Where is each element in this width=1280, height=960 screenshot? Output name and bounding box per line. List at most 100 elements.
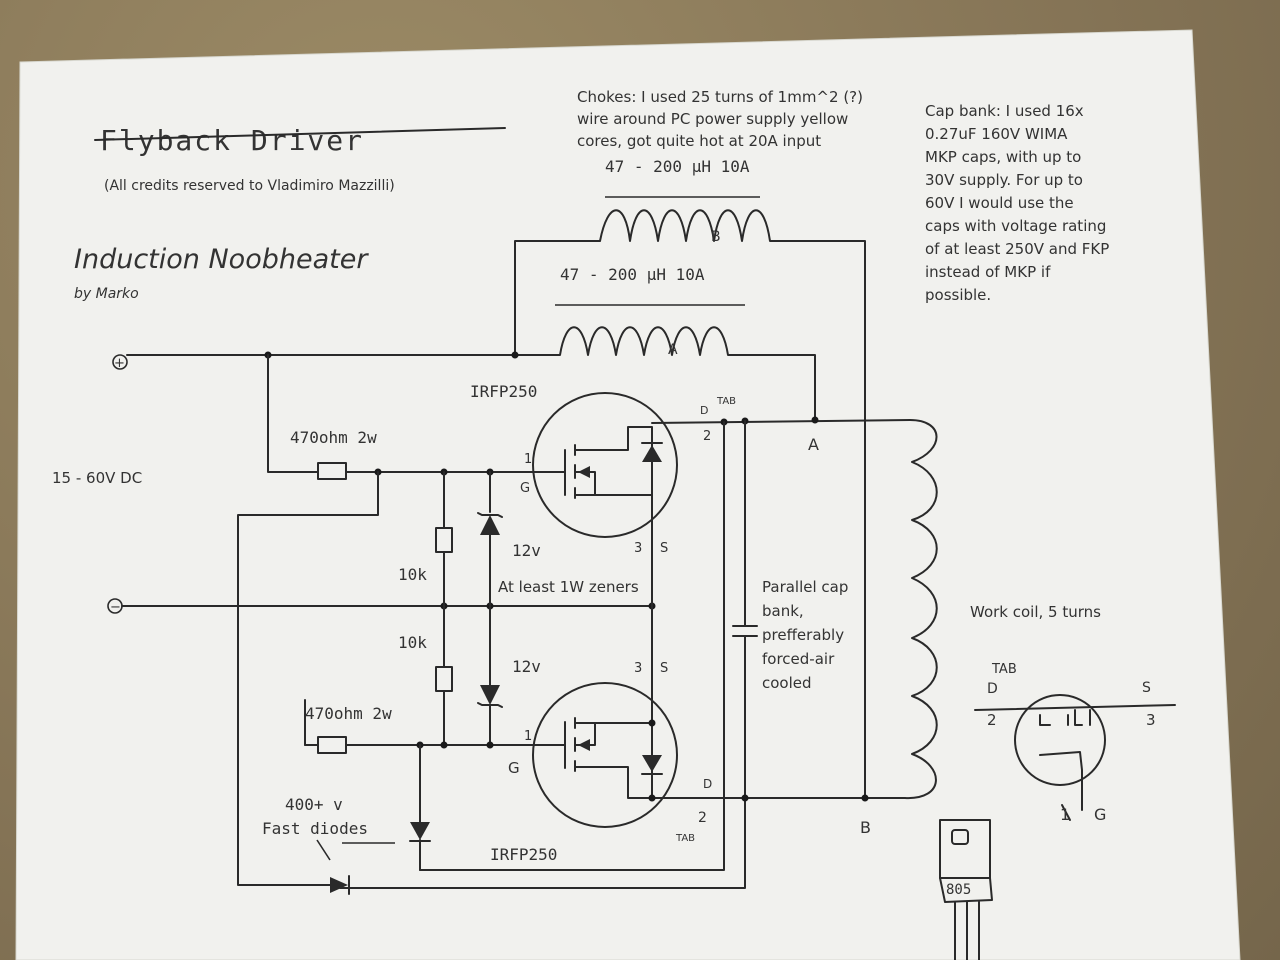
junction-choke-split: [511, 351, 519, 359]
zener-bottom-icon: [480, 685, 500, 705]
work-coil-note: Work coil, 5 turns: [970, 603, 1101, 621]
drain-a-wire: [651, 419, 911, 424]
chokes-note-line-2: wire around PC power supply yellow: [577, 110, 848, 128]
choke-b-letter: B: [711, 229, 721, 245]
choke-b-rating: 47 - 200 µH 10A: [605, 157, 750, 176]
cap-bank-line-1: Parallel cap: [762, 578, 848, 596]
diodes-note-line-1: 400+ v: [285, 795, 343, 814]
resistor-470-bottom: [317, 736, 347, 754]
bottom-pin-2: 2: [698, 810, 707, 826]
junction-drain-bottom: [741, 794, 749, 802]
pinout-2: 2: [987, 711, 997, 729]
plus-symbol: +: [114, 356, 125, 371]
junction-bottom-zener: [486, 741, 494, 749]
bottom-pin-g: G: [508, 759, 520, 777]
cap-note-line-1: Cap bank: I used 16x: [925, 102, 1084, 120]
cap-note-line-5: 60V I would use the: [925, 194, 1074, 212]
resistor-10k-bottom: [435, 666, 453, 692]
top-pin-tab: TAB: [716, 396, 736, 407]
work-coil: [651, 419, 938, 800]
junction-source-bottom: [648, 719, 656, 727]
pinout-3: 3: [1146, 711, 1156, 729]
top-pin-2: 2: [703, 429, 711, 444]
supply-voltage-label: 15 - 60V DC: [52, 469, 142, 487]
cap-bank-line-2: bank,: [762, 602, 804, 620]
plus-terminal-icon: [112, 354, 128, 370]
mosfet-top: [532, 392, 678, 607]
title-strikethrough: [94, 127, 506, 141]
diodes-pointer: [316, 839, 331, 861]
body-diode-bottom-icon: [642, 755, 662, 772]
pinout-s: S: [1142, 680, 1151, 696]
junction-node-a: [811, 416, 819, 424]
cap-bank-line-4: forced-air: [762, 650, 835, 668]
cap-note-line-2: 0.27uF 160V WIMA: [925, 125, 1068, 143]
cap-note-line-3: MKP caps, with up to: [925, 148, 1081, 166]
diodes-note: 400+ v Fast diodes: [262, 795, 368, 838]
bottom-pin-3: 3: [634, 661, 642, 676]
gate-feed-top-wire: [267, 354, 319, 473]
top-pin-s: S: [660, 541, 668, 556]
zener-bottom-label: 12v: [512, 657, 541, 676]
top-pin-1: 1: [524, 452, 532, 467]
main-heading: Induction Noobheater: [74, 244, 369, 275]
junction-bottom-10k: [440, 741, 448, 749]
cap-note-line-7: of at least 250V and FKP: [925, 240, 1109, 258]
pinout-1: 1: [1060, 805, 1070, 824]
zener-note: At least 1W zeners: [498, 578, 639, 596]
cap-note-line-4: 30V supply. For up to: [925, 171, 1083, 189]
diodes-note-line-2: Fast diodes: [262, 819, 368, 838]
to220-package-sketch: 805: [939, 819, 993, 960]
resistor-470-bottom-label: 470ohm 2w: [305, 704, 392, 723]
zener-top-label: 12v: [512, 541, 541, 560]
resistor-10k-top: [435, 527, 453, 553]
mosfet-bottom: [532, 605, 678, 828]
chokes-note-line-1: Chokes: I used 25 turns of 1mm^2 (?): [577, 88, 863, 106]
pinout-g: G: [1094, 805, 1106, 824]
fast-diode-vertical-icon: [410, 822, 430, 840]
bottom-pin-tab: TAB: [675, 833, 695, 844]
bottom-pin-d: D: [703, 777, 712, 791]
feedback-loop-top-wire: [237, 471, 379, 886]
package-label: 805: [946, 882, 971, 898]
resistor-10k-top-label: 10k: [398, 565, 427, 584]
cap-bank-wires: [339, 420, 746, 889]
top-pin-g: G: [520, 481, 530, 496]
top-pin-d: D: [700, 404, 708, 417]
cap-bank-note-text: Parallel cap bank, prefferably forced-ai…: [762, 578, 853, 692]
choke-a: A: [126, 326, 816, 421]
bottom-pin-1: 1: [524, 729, 532, 744]
choke-b: B: [514, 209, 866, 801]
zener-top-icon: [480, 515, 500, 535]
chokes-note: Chokes: I used 25 turns of 1mm^2 (?) wir…: [577, 88, 868, 150]
cap-note-line-9: possible.: [925, 286, 991, 304]
cap-note-line-8: instead of MKP if: [925, 263, 1051, 281]
junction-node-b: [861, 794, 869, 802]
top-tab-wire: [419, 421, 725, 871]
choke-a-letter: A: [668, 342, 678, 358]
cap-note-line-6: caps with voltage rating: [925, 217, 1106, 235]
mosfet-bottom-label: IRFP250: [490, 845, 557, 864]
resistor-470-top-label: 470ohm 2w: [290, 428, 377, 447]
top-pin-3: 3: [634, 541, 642, 556]
credits-line: (All credits reserved to Vladimiro Mazzi…: [104, 178, 395, 194]
junction-drain-node-bottom: [648, 794, 656, 802]
resistor-10k-bottom-label: 10k: [398, 633, 427, 652]
node-a-label: A: [808, 435, 819, 454]
chokes-note-line-3: cores, got quite hot at 20A input: [577, 132, 821, 150]
cap-bank-line-5: cooled: [762, 674, 812, 692]
choke-a-rating: 47 - 200 µH 10A: [560, 265, 705, 284]
mosfet-pinout-sketch: TAB D S 2 3 1 G: [974, 662, 1176, 824]
pinout-d: D: [987, 681, 998, 697]
struck-title: Flyback Driver: [100, 124, 364, 157]
bottom-pin-s: S: [660, 661, 668, 676]
body-diode-top-icon: [642, 445, 662, 462]
byline: by Marko: [74, 286, 139, 302]
pinout-tab: TAB: [991, 662, 1017, 677]
minus-symbol: −: [110, 600, 121, 615]
node-b-label: B: [860, 818, 871, 837]
cap-bank-line-3: prefferably: [762, 626, 844, 644]
mosfet-top-label: IRFP250: [470, 382, 537, 401]
fast-diode-horizontal-icon: [330, 877, 348, 893]
